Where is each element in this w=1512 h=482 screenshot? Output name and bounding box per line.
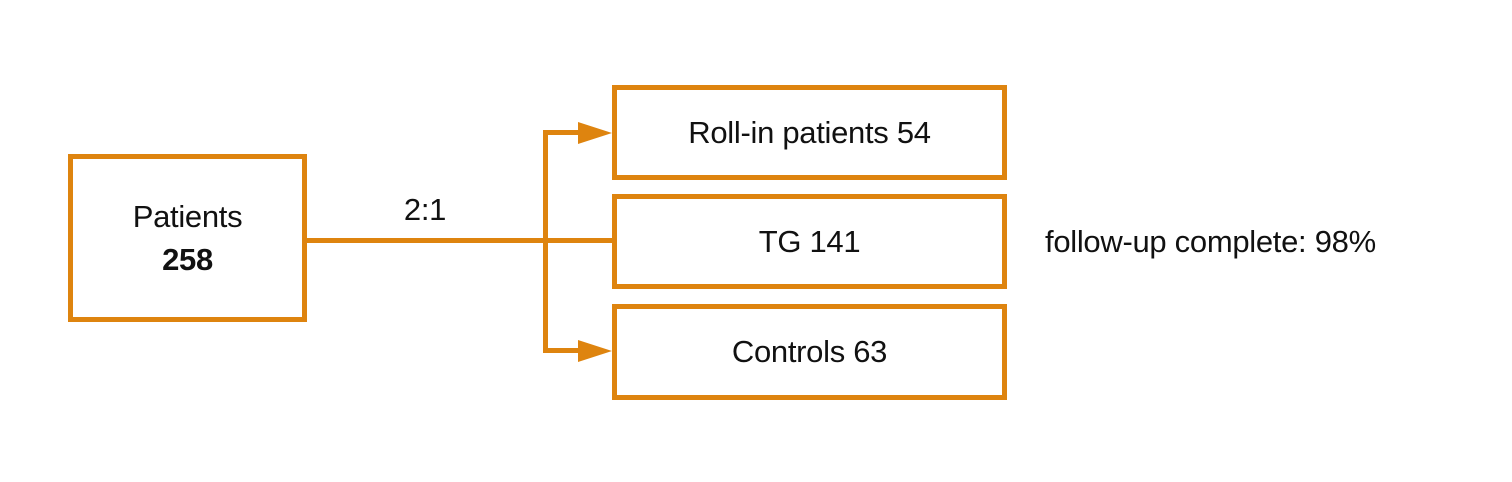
arrowhead-top-icon	[578, 122, 612, 144]
followup-annotation: follow-up complete: 98%	[1045, 224, 1376, 260]
controls-label: Controls 63	[731, 334, 888, 370]
arrowhead-bottom-icon	[578, 340, 612, 362]
controls-count: 63	[853, 334, 888, 369]
rollin-patients-box: Roll-in patients 54	[612, 85, 1007, 180]
connector-bottom-branch-line	[543, 348, 583, 353]
patients-box: Patients 258	[68, 154, 307, 322]
tg-box: TG 141	[612, 194, 1007, 289]
rollin-patients-text: Roll-in patients	[688, 114, 889, 150]
patients-label: Patients	[132, 198, 243, 234]
controls-text: Controls	[731, 334, 845, 369]
patients-count: 258	[162, 241, 213, 277]
rollin-patients-label: Roll-in patients 54	[688, 114, 931, 151]
tg-count: 141	[809, 223, 861, 259]
followup-annotation-label: follow-up complete:	[1045, 224, 1307, 259]
rollin-patients-count: 54	[896, 114, 931, 150]
connector-main-line	[303, 238, 612, 243]
controls-box: Controls 63	[612, 304, 1007, 400]
ratio-label: 2:1	[403, 192, 447, 227]
connector-branch-vertical-line	[543, 130, 548, 353]
followup-annotation-value: 98%	[1314, 224, 1376, 259]
tg-text: TG	[758, 223, 802, 259]
tg-label: TG 141	[759, 224, 861, 260]
connector-top-branch-line	[543, 130, 583, 135]
